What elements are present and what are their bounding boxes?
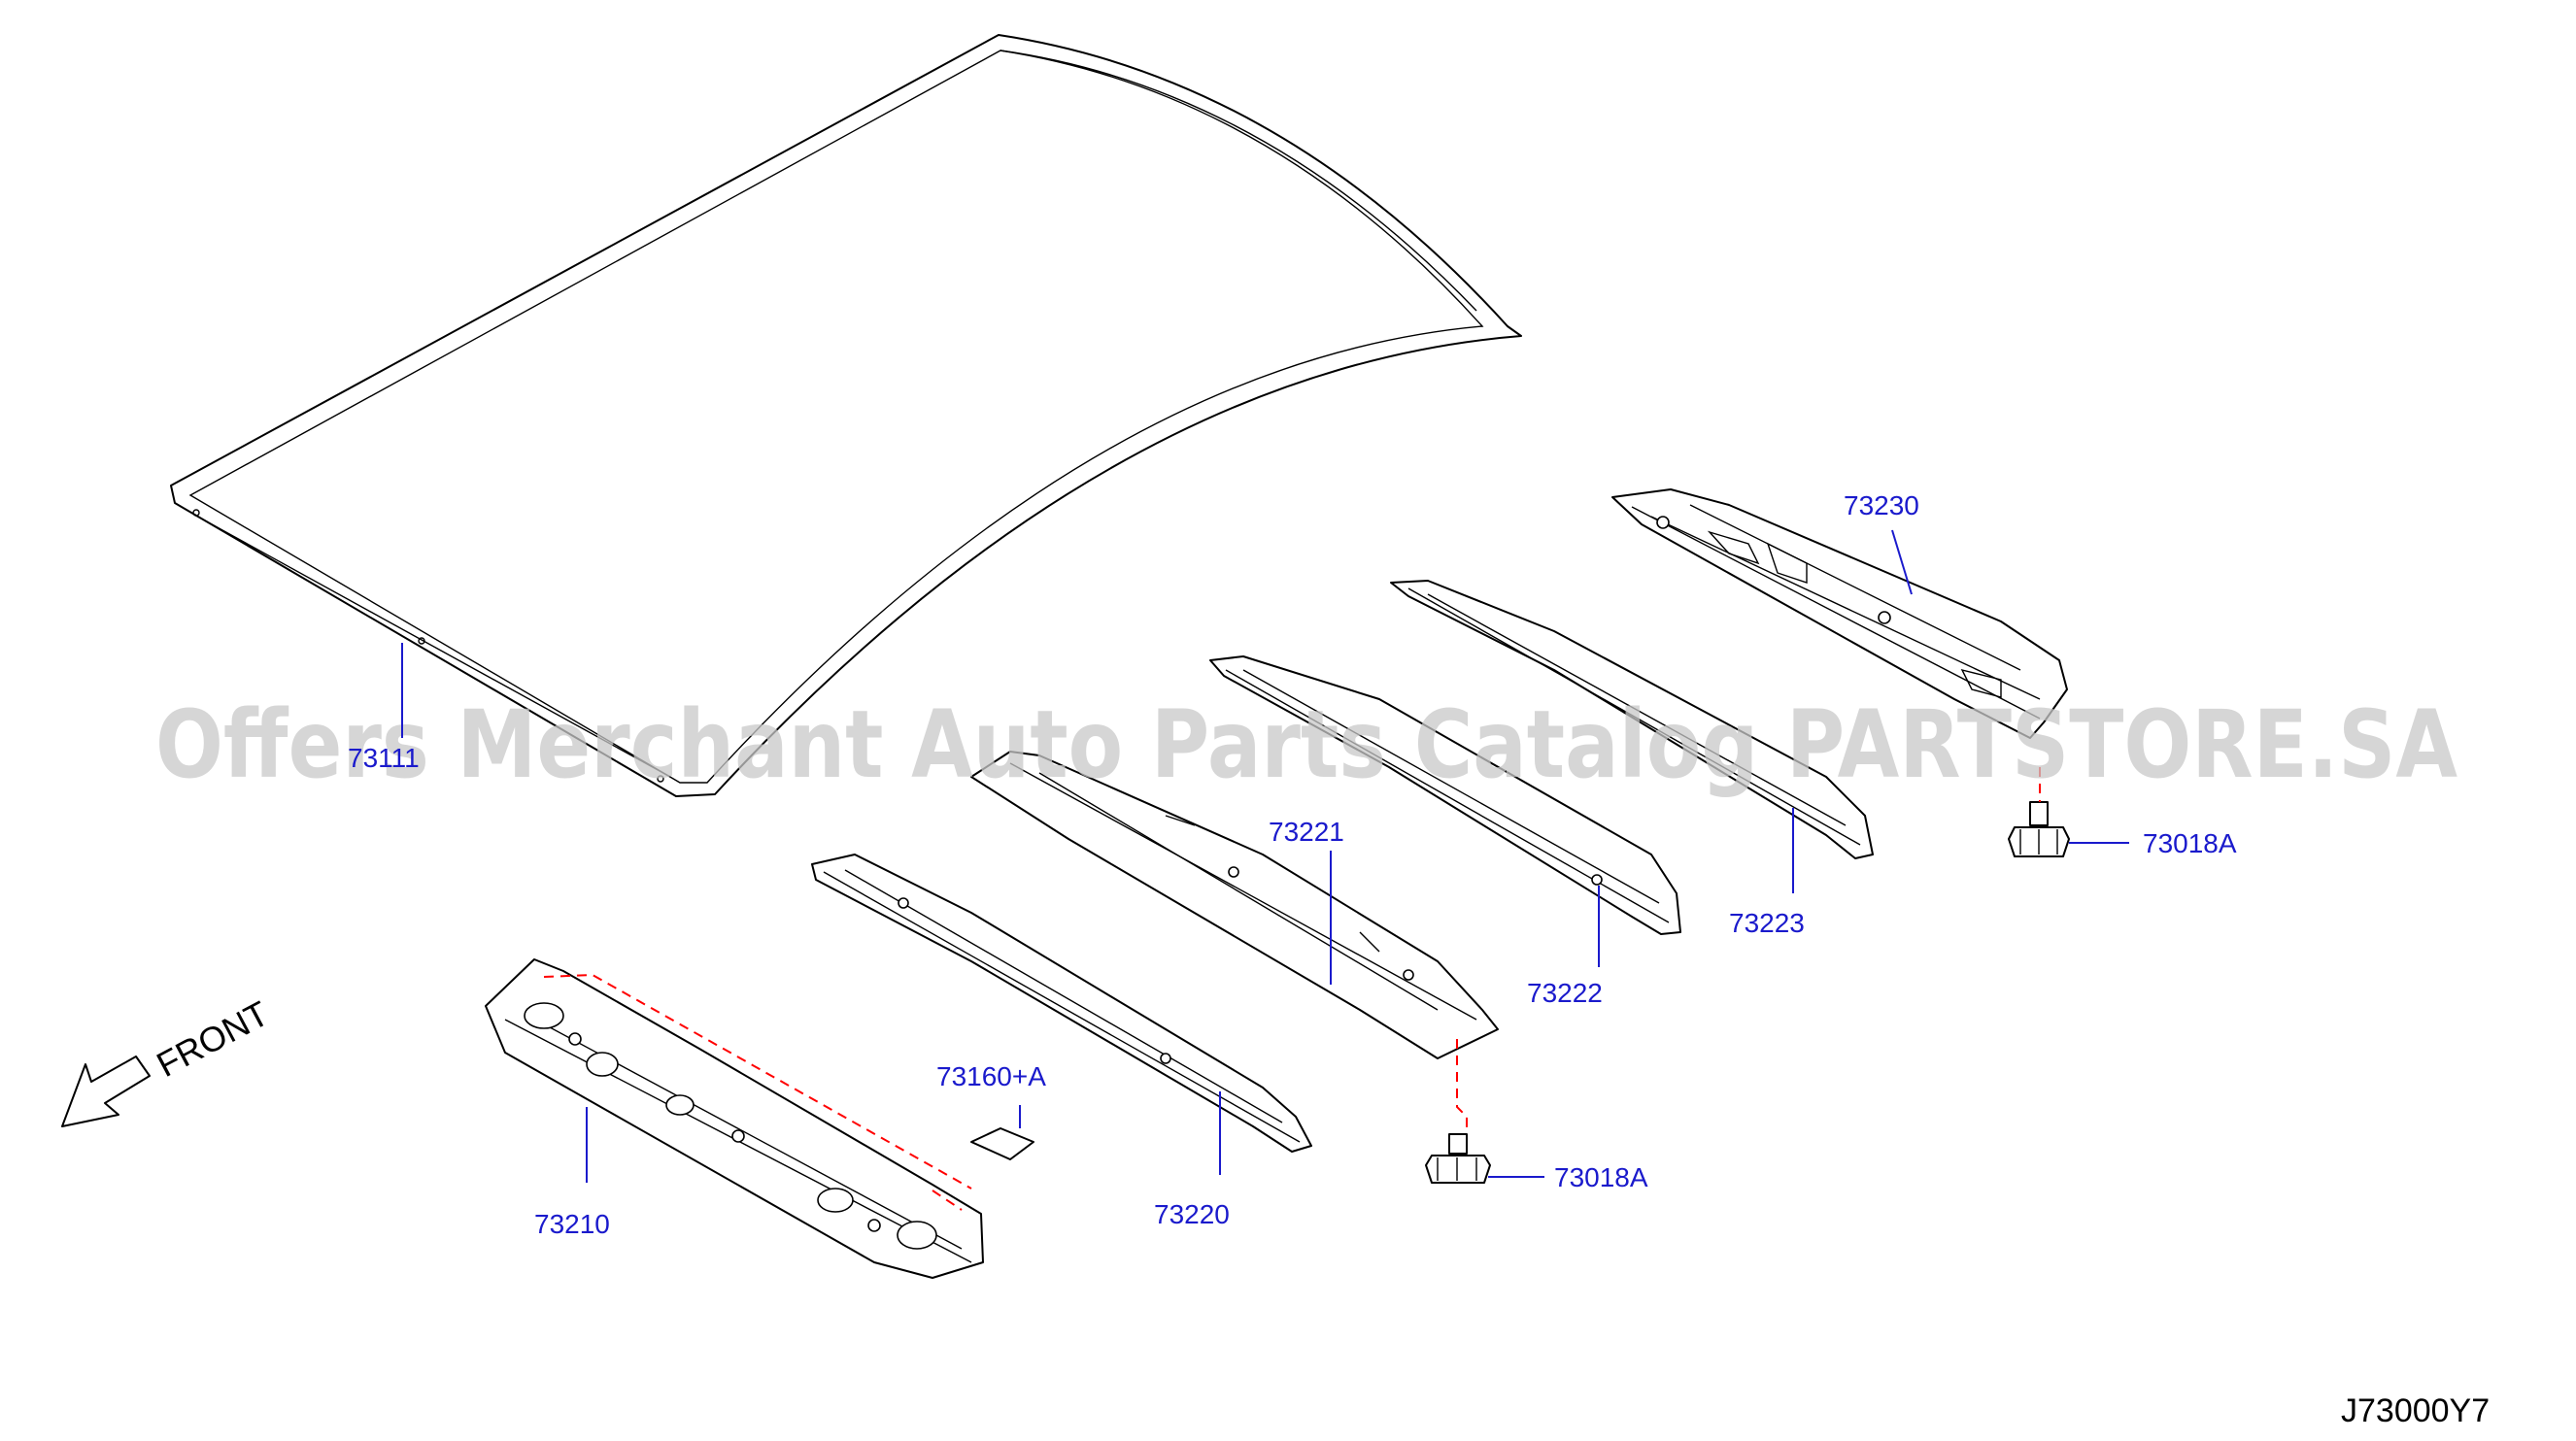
label-roof-panel[interactable]: 73111 [348,743,420,773]
front-direction-indicator: FRONT [61,993,276,1127]
label-bow-4[interactable]: 73223 [1729,908,1805,938]
label-patch[interactable]: 73160+A [936,1061,1046,1091]
roof-bow-2[interactable] [970,751,1499,1059]
label-bolt-right[interactable]: 73018A [2143,828,2237,858]
leader-lines [401,529,2129,1183]
patch-piece[interactable] [970,1127,1034,1160]
assembly-dashed-lines [543,767,2041,1211]
watermark: Offers Merchant Auto Parts Catalog PARTS… [155,690,2457,799]
label-bow-1[interactable]: 73220 [1154,1199,1230,1229]
bolt-right[interactable] [2008,801,2070,857]
roof-bow-3[interactable] [1209,655,1681,935]
label-bow-2[interactable]: 73221 [1269,817,1344,847]
diagram-code: J73000Y7 [2341,1392,2490,1429]
bolt-center[interactable] [1425,1133,1491,1184]
front-roof-rail[interactable] [485,958,984,1279]
label-front-rail[interactable]: 73210 [534,1209,610,1239]
label-rear-rail[interactable]: 73230 [1844,490,1919,520]
front-label: FRONT [151,993,276,1085]
label-bow-3[interactable]: 73222 [1527,978,1603,1008]
roof-bow-4[interactable] [1390,580,1874,859]
roof-panel[interactable] [170,34,1522,797]
front-arrow-icon [61,1056,151,1127]
label-bolt-center[interactable]: 73018A [1554,1162,1648,1192]
rear-roof-rail[interactable] [1611,488,2068,739]
